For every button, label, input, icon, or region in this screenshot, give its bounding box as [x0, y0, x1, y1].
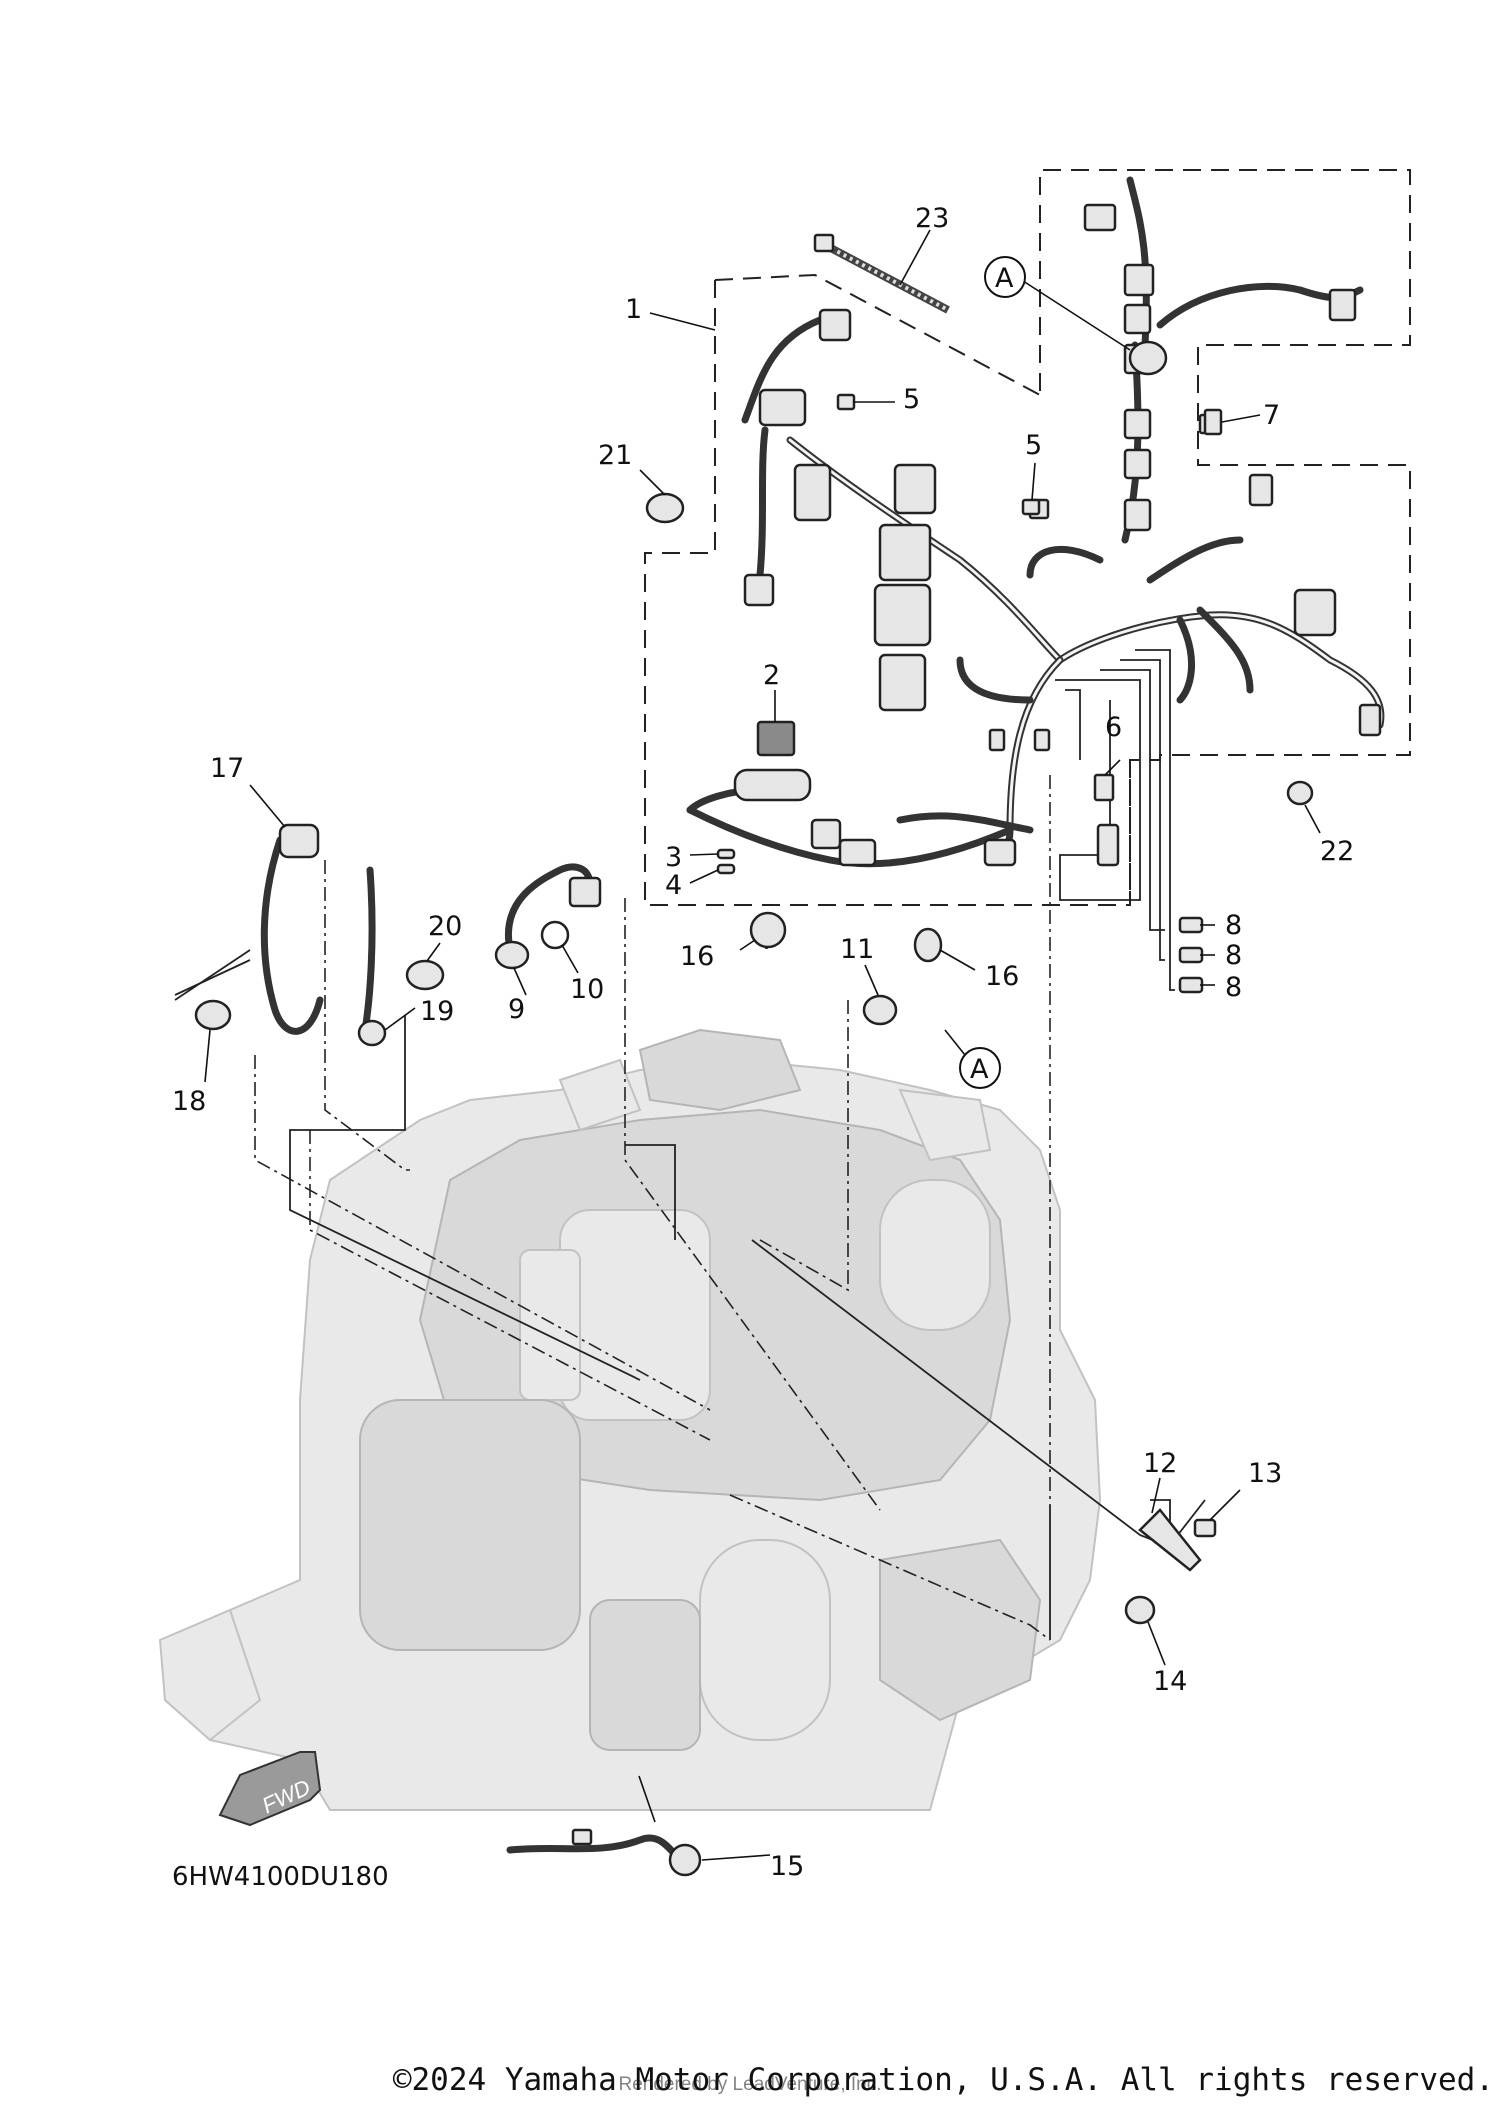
- callout-22: 22: [1320, 836, 1354, 867]
- callout-20: 20: [428, 911, 462, 942]
- callout-11: 11: [840, 934, 874, 965]
- callout-21: 21: [598, 440, 632, 471]
- callout-5b: 5: [1025, 430, 1042, 461]
- callout-18: 18: [172, 1086, 206, 1117]
- reference-mark-a-bottom: A: [970, 1054, 989, 1085]
- callout-3: 3: [665, 842, 682, 873]
- callout-4: 4: [665, 870, 682, 901]
- callout-2: 2: [763, 660, 780, 691]
- watermark: Rendered by LeadVenture, Inc.: [618, 2074, 882, 2095]
- callout-1: 1: [625, 294, 642, 325]
- engine-illustration: [158, 1028, 1102, 1811]
- callout-19: 19: [420, 996, 454, 1027]
- callout-14: 14: [1153, 1666, 1187, 1697]
- group-boundaries: [644, 169, 1411, 906]
- copyright-text: ©2024 Yamaha Motor Corporation, U.S.A. A…: [392, 2062, 1494, 2098]
- callout-8c: 8: [1225, 972, 1242, 1003]
- reference-mark-a-top: A: [995, 263, 1014, 294]
- callout-17: 17: [210, 753, 244, 784]
- callout-16a: 16: [680, 941, 714, 972]
- copyright-footer: ©2024 Yamaha Motor Corporation, U.S.A. A…: [0, 2062, 1500, 2098]
- callout-labels: 1 2 3 4 5 5 6 7 8 8 8 9 10 11 12 13 14 1…: [172, 203, 1354, 1882]
- reference-marks: A A: [959, 256, 1026, 1089]
- wiring-harness: [686, 176, 1385, 868]
- callout-8b: 8: [1225, 940, 1242, 971]
- diagram-code: 6HW4100DU180: [172, 1862, 389, 1892]
- callout-7: 7: [1263, 400, 1280, 431]
- small-parts: [194, 492, 1314, 1877]
- callout-12: 12: [1143, 1448, 1177, 1479]
- fwd-arrow: FWD: [218, 1751, 322, 1827]
- callout-16b: 16: [985, 961, 1019, 992]
- callout-8a: 8: [1225, 910, 1242, 941]
- callout-6: 6: [1105, 712, 1122, 743]
- callout-9: 9: [508, 994, 525, 1025]
- callout-15: 15: [770, 1851, 804, 1882]
- callout-13: 13: [1248, 1458, 1282, 1489]
- callout-23: 23: [915, 203, 949, 234]
- callout-10: 10: [570, 974, 604, 1005]
- leader-lines: [204, 229, 1321, 1861]
- callout-5a: 5: [903, 384, 920, 415]
